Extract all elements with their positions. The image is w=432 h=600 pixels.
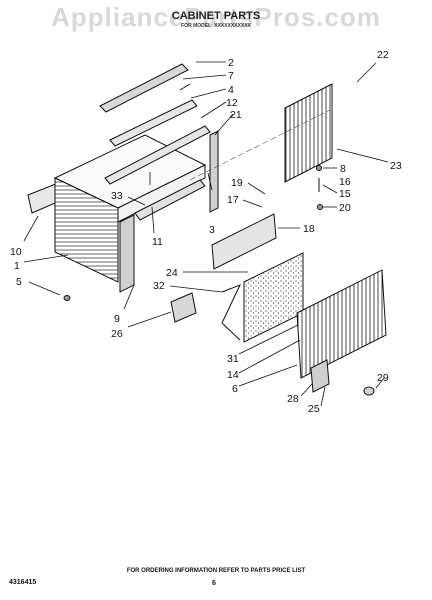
callout-18: 18 xyxy=(303,223,315,235)
alignment-line xyxy=(189,109,331,181)
watermark: AppliancePartsPros.com xyxy=(51,2,381,32)
knob-bracket xyxy=(310,359,330,393)
diagram-title: CABINET PARTS xyxy=(171,10,261,22)
callout-26: 26 xyxy=(111,328,123,340)
ordering-note: FOR ORDERING INFORMATION REFER TO PARTS … xyxy=(126,568,306,574)
screw-5 xyxy=(63,295,71,301)
callout-31: 31 xyxy=(227,353,239,365)
callout-25: 25 xyxy=(308,403,320,415)
cabinet-front-edge xyxy=(117,164,206,223)
top-rail-12 xyxy=(104,125,211,185)
callout-5: 5 xyxy=(16,276,22,288)
callout-15: 15 xyxy=(339,188,351,200)
top-rail-2 xyxy=(99,63,189,113)
callout-23: 23 xyxy=(390,160,402,172)
callout-19: 19 xyxy=(231,177,243,189)
callout-20: 20 xyxy=(339,202,351,214)
callout-28: 28 xyxy=(287,393,299,405)
callout-32: 32 xyxy=(153,280,165,292)
control-knob xyxy=(363,386,375,396)
callout-9: 9 xyxy=(114,313,120,325)
front-grille xyxy=(296,269,387,379)
clip-20 xyxy=(317,204,323,210)
callout-1: 1 xyxy=(14,260,20,272)
callout-33: 33 xyxy=(111,190,123,202)
mounting-clip xyxy=(170,292,197,323)
callout-3: 3 xyxy=(209,224,215,236)
callout-17: 17 xyxy=(227,194,239,206)
callout-24: 24 xyxy=(166,267,178,279)
page-number: 6 xyxy=(212,580,216,587)
callout-21: 21 xyxy=(230,109,242,121)
diagram-subtitle: FOR MODEL: XXXXXXXXXXX xyxy=(181,23,251,29)
vertical-strip xyxy=(209,130,219,213)
callout-labels: 2 7 4 12 21 22 23 8 16 15 20 19 17 18 3 … xyxy=(10,49,402,415)
leader-lines xyxy=(23,61,389,407)
air-filter xyxy=(243,252,304,343)
callout-6: 6 xyxy=(232,383,238,395)
callout-8: 8 xyxy=(340,163,346,175)
callout-16: 16 xyxy=(339,176,351,188)
callout-14: 14 xyxy=(227,369,239,381)
front-frame-strip xyxy=(119,214,135,293)
side-curtain-frame xyxy=(284,83,333,183)
filter-frame xyxy=(221,284,241,341)
callout-12: 12 xyxy=(226,97,238,109)
callout-29: 29 xyxy=(377,372,389,384)
screw-16 xyxy=(316,165,322,171)
callout-10: 10 xyxy=(10,246,22,258)
document-number: 4316415 xyxy=(9,579,37,586)
callout-7: 7 xyxy=(228,70,234,82)
control-bracket xyxy=(211,213,277,270)
callout-4: 4 xyxy=(228,84,234,96)
callout-22: 22 xyxy=(377,49,389,61)
cabinet-side-panel xyxy=(54,177,119,283)
callout-2: 2 xyxy=(228,57,234,69)
callout-11: 11 xyxy=(152,236,163,248)
top-rail-4 xyxy=(109,99,198,147)
